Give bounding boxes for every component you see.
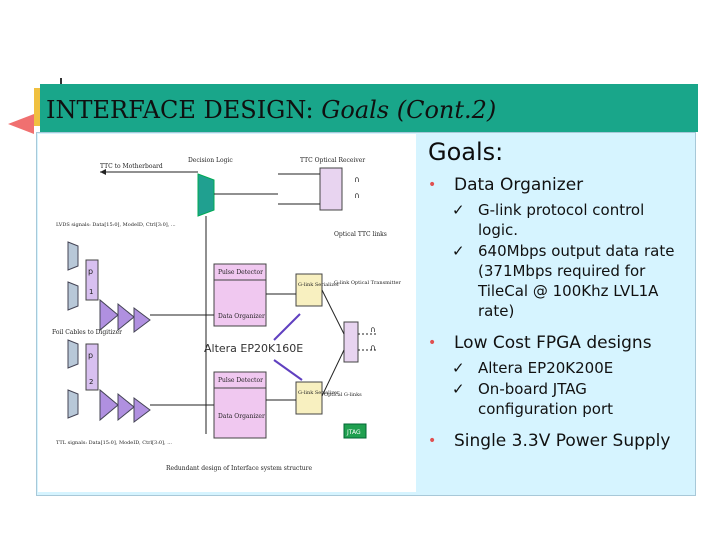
connector-shape-1	[67, 241, 79, 271]
check-icon: ✓	[452, 242, 465, 260]
label-p2: p	[88, 351, 93, 360]
callout-line-down	[273, 359, 303, 381]
goal-subitem-text: G-link protocol control logic.	[478, 201, 645, 239]
check-icon: ✓	[452, 201, 465, 219]
ttc-arrowhead	[100, 169, 106, 175]
buffer-triangle-6	[133, 397, 151, 423]
label-ttl-note: TTL signals: Data[15:0], ModeID, Ctrl[3:…	[56, 440, 172, 446]
fpga-block-1	[213, 263, 267, 327]
bullet-icon: •	[428, 433, 437, 449]
goal-subitem: ✓ On-board JTAG configuration port	[452, 379, 696, 419]
goal-subitem-text: Altera EP20K200E	[478, 359, 614, 377]
diagram-caption: Redundant design of Interface system str…	[166, 465, 312, 472]
link-line-6	[321, 349, 345, 397]
goal-subitem: ✓ Altera EP20K200E	[452, 358, 696, 378]
link-line-5	[321, 289, 345, 335]
goals-list: • Data Organizer ✓ G-link protocol control…	[426, 174, 696, 456]
check-icon: ✓	[452, 359, 465, 377]
bullet-icon: •	[428, 177, 437, 193]
goal-subitem: ✓ G-link protocol control logic.	[452, 200, 696, 240]
label-p1: p	[88, 267, 93, 276]
optical-tx-box	[343, 321, 359, 363]
label-ttc-motherboard: TTC to Motherboard	[100, 163, 163, 170]
label-n2: 2	[89, 378, 93, 386]
serializer-block-1	[295, 273, 323, 307]
label-lvds-note: LVDS signals: Data[15:0], ModeID, Ctrl[3…	[56, 222, 176, 228]
tx-symbol-2: ∩	[370, 343, 376, 352]
receiver-symbol-1: ∩	[354, 175, 360, 184]
label-optical-glinks: Optical G-links	[324, 392, 362, 398]
label-foil-cables: Foil Cables to Digitizer	[52, 329, 122, 336]
goal-label: Single 3.3V Power Supply	[454, 431, 671, 451]
connector-shape-3	[67, 339, 79, 369]
label-ttc-receiver: TTC Optical Receiver	[300, 157, 365, 164]
decorative-tick	[60, 78, 62, 88]
diagram-svg: TTC to Motherboard Decision Logic TTC Op…	[52, 157, 402, 472]
title-bar	[40, 84, 698, 132]
label-data-organizer-1: Data Organizer	[218, 313, 265, 320]
buffer-triangle-1	[99, 298, 119, 332]
p-block-1	[85, 259, 99, 301]
interface-diagram: TTC to Motherboard Decision Logic TTC Op…	[38, 134, 416, 492]
label-pulse-detector-1: Pulse Detector	[218, 269, 263, 276]
label-n1: 1	[89, 288, 93, 296]
label-glink-optical: G-link Optical Transmitter	[334, 280, 402, 286]
callout-line-up	[273, 313, 301, 341]
p-block-2	[85, 343, 99, 391]
label-glink-serializer-1: G-link Serializer	[298, 282, 340, 288]
goal-item: • Low Cost FPGA designs	[426, 332, 696, 354]
goal-label: Low Cost FPGA designs	[454, 333, 652, 353]
buffer-triangle-4	[99, 388, 119, 422]
goal-label: Data Organizer	[454, 175, 584, 195]
jtag-block	[343, 423, 367, 439]
decision-logic-shape	[197, 173, 215, 217]
label-jtag: JTAG	[346, 429, 361, 436]
label-pulse-detector-2: Pulse Detector	[218, 377, 263, 384]
buffer-triangle-5	[117, 392, 135, 422]
goal-subitem: ✓ 640Mbps output data rate (371Mbps requi…	[452, 241, 696, 321]
decorative-yellow-block	[34, 88, 44, 126]
ttc-receiver-box	[319, 167, 343, 211]
label-data-organizer-2: Data Organizer	[218, 413, 265, 420]
tx-symbol-1: ∩	[370, 325, 376, 334]
slide-title: INTERFACE DESIGN: Goals (Cont.2)	[46, 96, 496, 124]
receiver-symbol-2: ∩	[354, 191, 360, 200]
goal-item: • Single 3.3V Power Supply	[426, 430, 696, 452]
bullet-icon: •	[428, 335, 437, 351]
diagram-overlay-label: Altera EP20K160E	[204, 342, 303, 355]
goal-subitem-text: On-board JTAG configuration port	[478, 380, 614, 418]
goal-item: • Data Organizer	[426, 174, 696, 196]
check-icon: ✓	[452, 380, 465, 398]
connector-shape-2	[67, 281, 79, 311]
buffer-triangle-3	[133, 307, 151, 333]
label-glink-serializer-2: G-link Serializer	[298, 390, 340, 396]
title-main: INTERFACE DESIGN:	[46, 96, 322, 124]
goal-subitem-text: 640Mbps output data rate (371Mbps requir…	[478, 242, 675, 320]
label-optical-ttc: Optical TTC links	[334, 231, 387, 238]
decorative-arrow-icon	[8, 114, 34, 134]
serializer-block-2	[295, 381, 323, 415]
title-subtitle: Goals (Cont.2)	[321, 96, 497, 124]
goals-heading: Goals:	[428, 138, 504, 166]
connector-shape-4	[67, 389, 79, 419]
buffer-triangle-2	[117, 302, 135, 332]
label-decision-logic: Decision Logic	[188, 157, 233, 164]
